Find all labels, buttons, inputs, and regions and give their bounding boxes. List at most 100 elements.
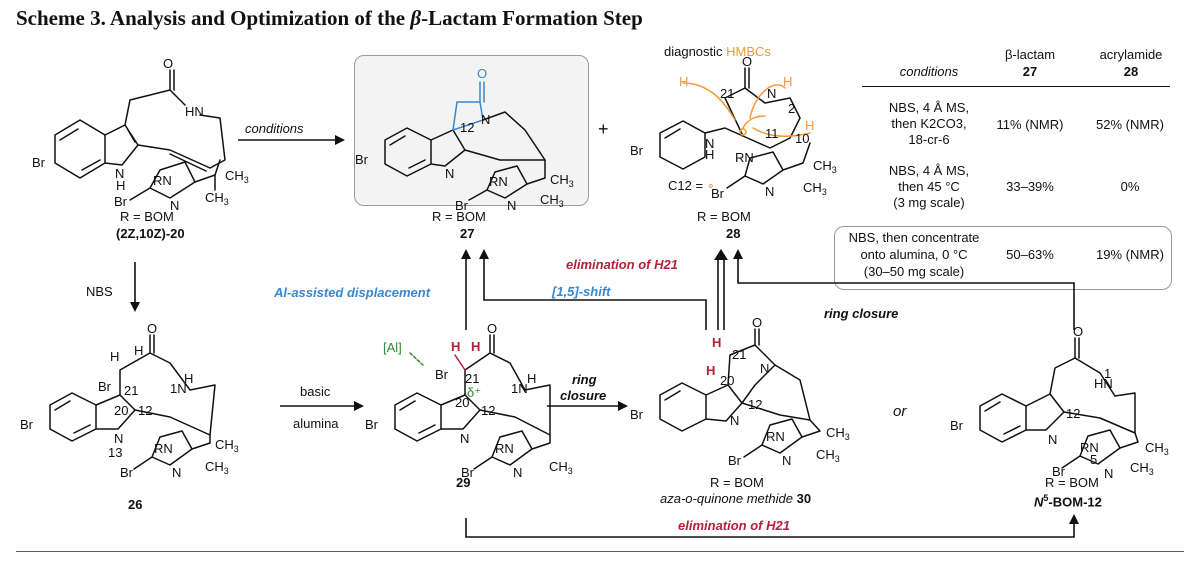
- arrowhead-conditions: [335, 135, 345, 145]
- svg-text:CH3: CH3: [215, 437, 239, 454]
- c20-r-label: R = BOM: [120, 209, 174, 224]
- svg-text:RN: RN: [766, 429, 785, 444]
- row3-cond-3: (30–50 mg scale): [863, 264, 965, 279]
- c30-name: aza-o-quinone methide 30: [660, 491, 812, 506]
- scheme-title: Scheme 3. Analysis and Optimization of t…: [16, 6, 643, 30]
- svg-text:1N: 1N: [170, 381, 187, 396]
- svg-text:RN: RN: [154, 441, 173, 456]
- row1-cond-3: 18-cr-6: [908, 132, 950, 147]
- row2-cond-1: NBS, 4 Å MS,: [888, 163, 970, 178]
- svg-text:Br: Br: [461, 465, 475, 480]
- svg-text:H: H: [527, 371, 536, 386]
- arrowhead-15-shift: [479, 249, 489, 259]
- svg-text:O: O: [1073, 324, 1083, 339]
- highlight-box-27: [354, 55, 589, 206]
- table-header-rule: [862, 86, 1170, 87]
- svg-text:21: 21: [732, 347, 746, 362]
- svg-text:RN: RN: [489, 174, 508, 189]
- svg-text:H: H: [110, 349, 119, 364]
- svg-text:12: 12: [1066, 406, 1080, 421]
- arrowhead-ring-closure-12: [733, 249, 743, 259]
- label-alumina: alumina: [293, 416, 339, 431]
- label-elim-top: elimination of H21: [566, 257, 678, 272]
- svg-text:CH3: CH3: [205, 190, 229, 207]
- row3-lactam: 50–63%: [1006, 247, 1054, 262]
- c28-id: 28: [726, 226, 741, 241]
- svg-text:N: N: [481, 112, 490, 127]
- svg-text:CH3: CH3: [540, 192, 564, 209]
- svg-text:O: O: [163, 56, 173, 71]
- svg-text:Br: Br: [630, 407, 644, 422]
- structure-n5-bom-12: Br O HN 1 12 N RN 5 N Br CH3 CH3: [950, 324, 1169, 481]
- svg-text:Br: Br: [114, 194, 128, 209]
- structure-27: Br N 12 O N RN N Br CH3 CH3: [355, 66, 574, 213]
- arrowhead-elim-bottom: [1069, 514, 1079, 524]
- svg-text:N: N: [1048, 432, 1057, 447]
- c28-r-label: R = BOM: [697, 209, 751, 224]
- table-header-conditions: conditions: [899, 64, 959, 79]
- c12-id: N5-BOM-12: [1034, 493, 1102, 510]
- table-header-acrylamide: acrylamide: [1099, 47, 1163, 62]
- label-nbs: NBS: [86, 284, 113, 299]
- svg-text:12: 12: [481, 403, 495, 418]
- svg-text:H: H: [679, 74, 688, 89]
- label-basic: basic: [300, 384, 331, 399]
- svg-text:1N: 1N: [511, 381, 528, 396]
- bottom-rule: [16, 551, 1184, 552]
- svg-text:RN: RN: [153, 173, 172, 188]
- row1-acrylamide: 52% (NMR): [1096, 117, 1164, 132]
- arrow-elim-bottom: [465, 518, 1075, 538]
- c20-id: (2Z,10Z)-20: [116, 226, 185, 241]
- svg-text:11: 11: [765, 126, 779, 141]
- svg-text:H: H: [783, 74, 792, 89]
- svg-text:CH3: CH3: [816, 447, 840, 464]
- row1-lactam: 11% (NMR): [996, 117, 1064, 132]
- svg-text:O: O: [742, 54, 752, 69]
- svg-text:RN: RN: [735, 150, 754, 165]
- c12-r-label: R = BOM: [1045, 475, 1099, 490]
- row1-cond-1: NBS, 4 Å MS,: [888, 100, 970, 115]
- svg-text:21: 21: [124, 383, 138, 398]
- table-header-acrylamide-id: 28: [1123, 64, 1139, 79]
- svg-text:O: O: [147, 321, 157, 336]
- row3-cond-2: onto alumina, 0 °C: [860, 247, 968, 262]
- svg-text:Br: Br: [365, 417, 379, 432]
- structure-20: Br NH RN N Br CH3 CH3 O HN: [32, 56, 249, 213]
- svg-text:Br: Br: [630, 143, 644, 158]
- svg-text:N: N: [114, 431, 123, 446]
- svg-text:CH3: CH3: [205, 459, 229, 476]
- svg-text:N: N: [445, 166, 454, 181]
- svg-text:Br: Br: [1052, 464, 1066, 479]
- svg-text:Br: Br: [120, 465, 134, 480]
- svg-text:H: H: [184, 371, 193, 386]
- svg-text:H: H: [134, 343, 143, 358]
- svg-text:HN: HN: [1094, 376, 1113, 391]
- svg-text:O: O: [752, 315, 762, 330]
- svg-text:Br: Br: [455, 198, 469, 213]
- c26-id: 26: [128, 497, 143, 512]
- c27-id: 27: [460, 226, 475, 241]
- svg-text:H: H: [471, 339, 480, 354]
- table-header-lactam-id: 27: [1022, 64, 1038, 79]
- svg-text:Br: Br: [711, 186, 725, 201]
- svg-text:12: 12: [748, 397, 762, 412]
- row1-cond-2: then K2CO3,: [891, 116, 967, 131]
- hmbc-label: diagnostic HMBCs: [664, 44, 771, 59]
- svg-text:Br: Br: [950, 418, 964, 433]
- svg-text:Br: Br: [728, 453, 742, 468]
- svg-text:H: H: [712, 335, 721, 350]
- structure-28: Br NH H 21 O N H 2 11 10 H RN N Br CH3 C…: [630, 54, 837, 201]
- svg-text:21: 21: [720, 86, 734, 101]
- label-ring-closure-12: ring closure: [824, 306, 899, 321]
- row3-acrylamide: 19% (NMR): [1096, 247, 1164, 262]
- svg-text:N: N: [513, 465, 522, 480]
- svg-text:CH3: CH3: [225, 168, 249, 185]
- svg-text:CH3: CH3: [1130, 460, 1154, 477]
- svg-text:Br: Br: [355, 152, 369, 167]
- svg-text:H: H: [451, 339, 460, 354]
- arrow-15-shift: [483, 256, 707, 330]
- svg-text:20: 20: [720, 373, 734, 388]
- svg-text:Br: Br: [435, 367, 449, 382]
